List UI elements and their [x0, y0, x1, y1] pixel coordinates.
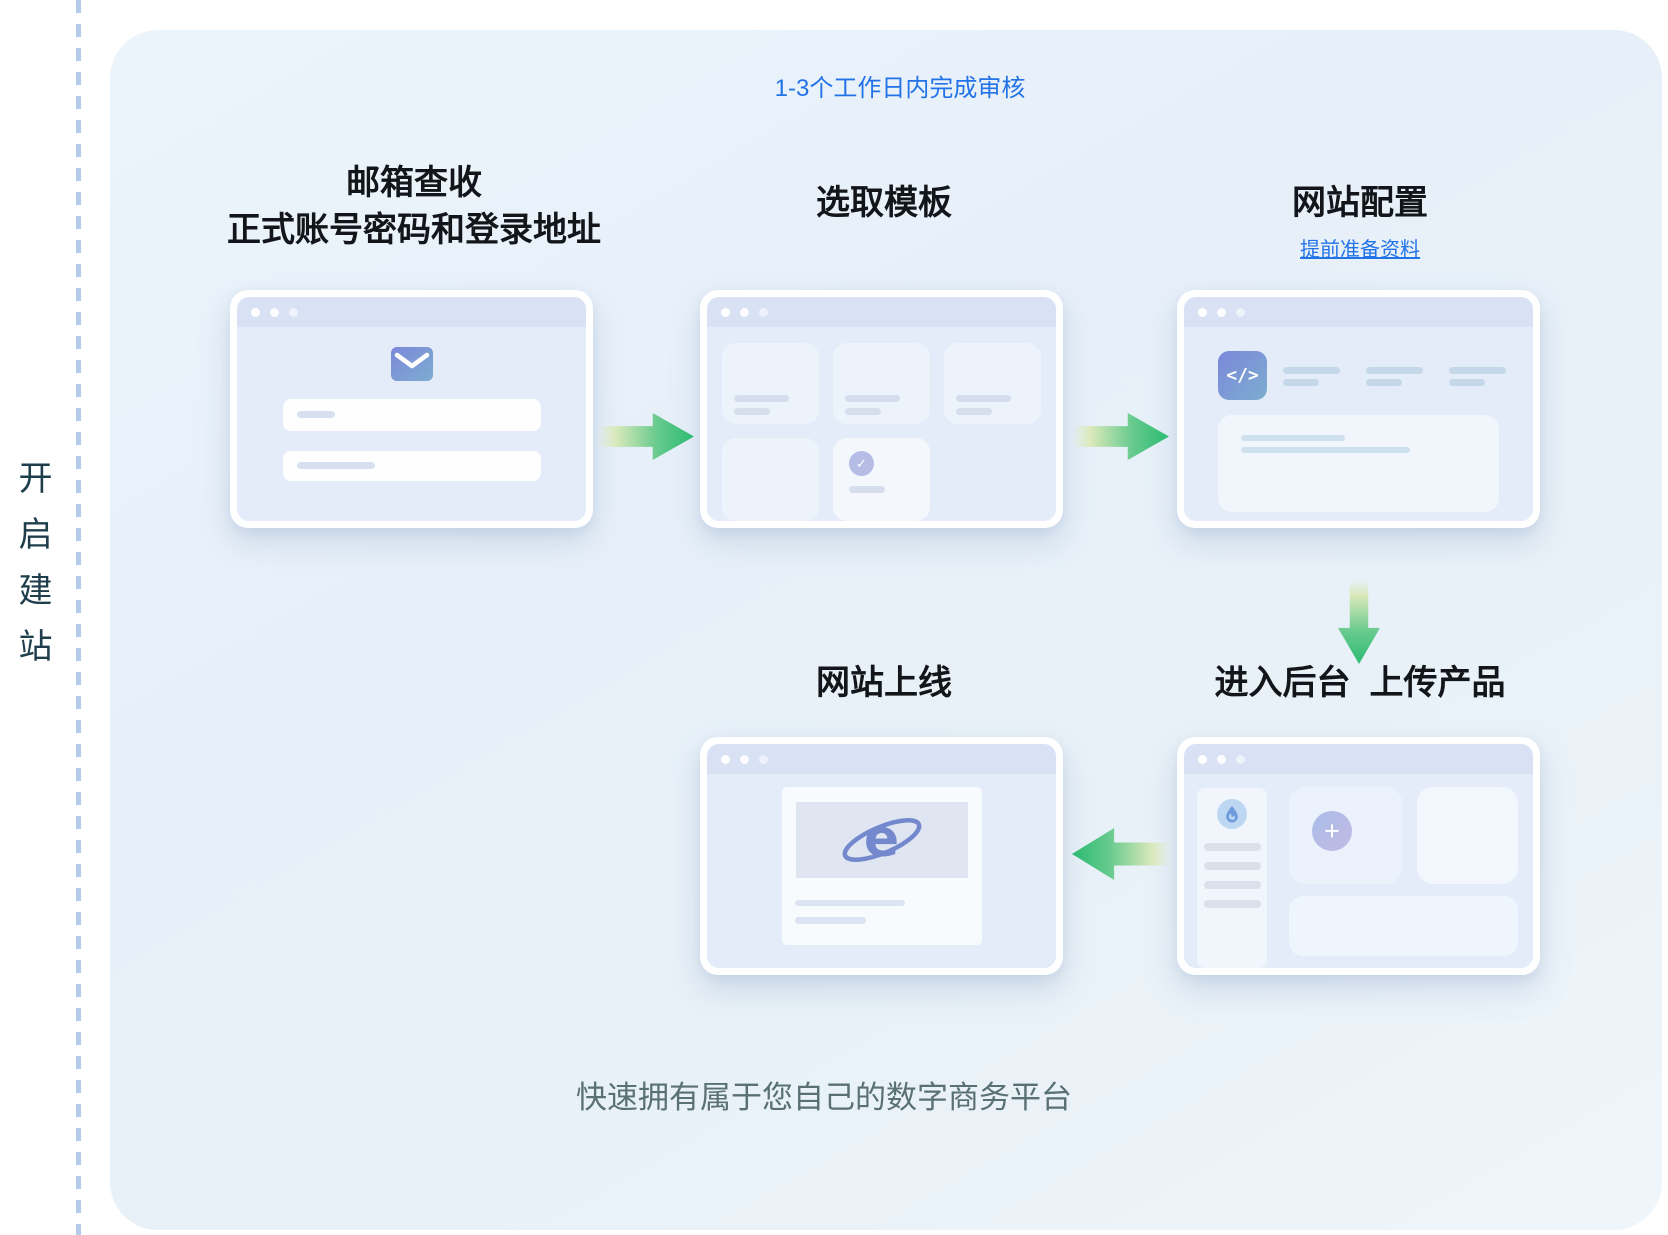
- template-card-selected: ✓: [833, 438, 930, 521]
- site-preview-card: e: [781, 787, 982, 945]
- nav-bar-placeholder: [1366, 379, 1402, 386]
- admin-sidebar: [1197, 788, 1267, 968]
- step-config-title: 网站配置: [1292, 184, 1428, 222]
- template-card: [722, 343, 819, 424]
- template-card: [833, 343, 930, 424]
- product-list-placeholder: [1289, 896, 1518, 956]
- config-window-mockup: </>: [1177, 290, 1540, 528]
- product-card-placeholder: [1417, 787, 1518, 884]
- nav-bar-placeholder: [1366, 367, 1423, 374]
- process-panel: [110, 30, 1662, 1230]
- window-control-dot: [721, 754, 730, 764]
- step-email-title: 邮箱查收正式账号密码和登录地址: [227, 160, 601, 254]
- template-card: [944, 343, 1041, 424]
- nav-bar-placeholder: [1283, 379, 1319, 386]
- email-window-body: [237, 327, 586, 521]
- ie-browser-logo-icon: e: [836, 808, 928, 872]
- config-content-panel: [1218, 415, 1499, 512]
- window-control-dot: [740, 307, 749, 317]
- window-control-dot: [759, 307, 768, 317]
- online-window-mockup: e: [700, 737, 1063, 975]
- hero-image-placeholder: e: [795, 802, 968, 878]
- template-window-body: ✓: [707, 327, 1056, 521]
- template-window-mockup: ✓: [700, 290, 1063, 528]
- config-window-body: </>: [1184, 327, 1533, 521]
- prepare-materials-link[interactable]: 提前准备资料: [1300, 239, 1420, 261]
- password-field-placeholder: [282, 451, 541, 481]
- window-titlebar: [707, 297, 1056, 327]
- vertical-section-label: 开启建站: [13, 460, 51, 684]
- plus-icon: +: [1312, 811, 1352, 851]
- nav-bar-placeholder: [1449, 379, 1485, 386]
- window-titlebar: [237, 297, 586, 327]
- window-control-dot: [740, 754, 749, 764]
- step-email-title-line2: 正式账号密码和登录地址: [227, 211, 601, 249]
- menu-bar-placeholder: [1204, 900, 1261, 908]
- window-control-dot: [1198, 754, 1207, 764]
- window-titlebar: [1184, 297, 1533, 327]
- placeholder-bar: [845, 395, 900, 402]
- window-control-dot: [721, 307, 730, 317]
- window-control-dot: [759, 754, 768, 764]
- window-control-dot: [251, 307, 260, 317]
- window-control-dot: [289, 307, 298, 317]
- placeholder-bar: [734, 408, 770, 415]
- placeholder-bar: [849, 486, 885, 493]
- nav-bar-placeholder: [1449, 367, 1506, 374]
- step-template-title: 选取模板: [816, 184, 952, 222]
- window-control-dot: [1217, 754, 1226, 764]
- placeholder-bar: [845, 408, 881, 415]
- placeholder-bar: [1241, 435, 1345, 441]
- review-time-note: 1-3个工作日内完成审核: [774, 75, 1026, 102]
- placeholder-bar: [296, 462, 375, 469]
- placeholder-bar: [794, 917, 866, 924]
- account-field-placeholder: [282, 399, 541, 431]
- placeholder-bar: [794, 900, 905, 906]
- email-window-mockup: [230, 290, 593, 528]
- window-control-dot: [1236, 754, 1245, 764]
- placeholder-bar: [734, 395, 789, 402]
- dashed-divider: [76, 0, 81, 1235]
- flame-icon: [1217, 799, 1247, 829]
- menu-bar-placeholder: [1204, 843, 1261, 851]
- placeholder-bar: [956, 395, 1011, 402]
- upload-product-card: +: [1289, 787, 1402, 884]
- mail-icon: [390, 347, 433, 381]
- template-card: [722, 438, 819, 521]
- window-titlebar: [1184, 744, 1533, 774]
- step-email-title-line1: 邮箱查收: [346, 164, 482, 202]
- placeholder-bar: [296, 411, 335, 418]
- footer-caption: 快速拥有属于您自己的数字商务平台: [576, 1080, 1072, 1115]
- window-control-dot: [270, 307, 279, 317]
- placeholder-bar: [956, 408, 992, 415]
- menu-bar-placeholder: [1204, 862, 1261, 870]
- step-online-title: 网站上线: [816, 664, 952, 702]
- online-window-body: e: [707, 774, 1056, 968]
- nav-bar-placeholder: [1283, 367, 1340, 374]
- window-titlebar: [707, 744, 1056, 774]
- check-icon: ✓: [849, 451, 874, 476]
- code-icon: </>: [1218, 351, 1267, 400]
- backend-window-mockup: +: [1177, 737, 1540, 975]
- window-control-dot: [1236, 307, 1245, 317]
- menu-bar-placeholder: [1204, 881, 1261, 889]
- placeholder-bar: [1241, 447, 1410, 453]
- window-control-dot: [1217, 307, 1226, 317]
- window-control-dot: [1198, 307, 1207, 317]
- backend-window-body: +: [1184, 774, 1533, 968]
- step-backend-title: 进入后台 上传产品: [1214, 664, 1506, 702]
